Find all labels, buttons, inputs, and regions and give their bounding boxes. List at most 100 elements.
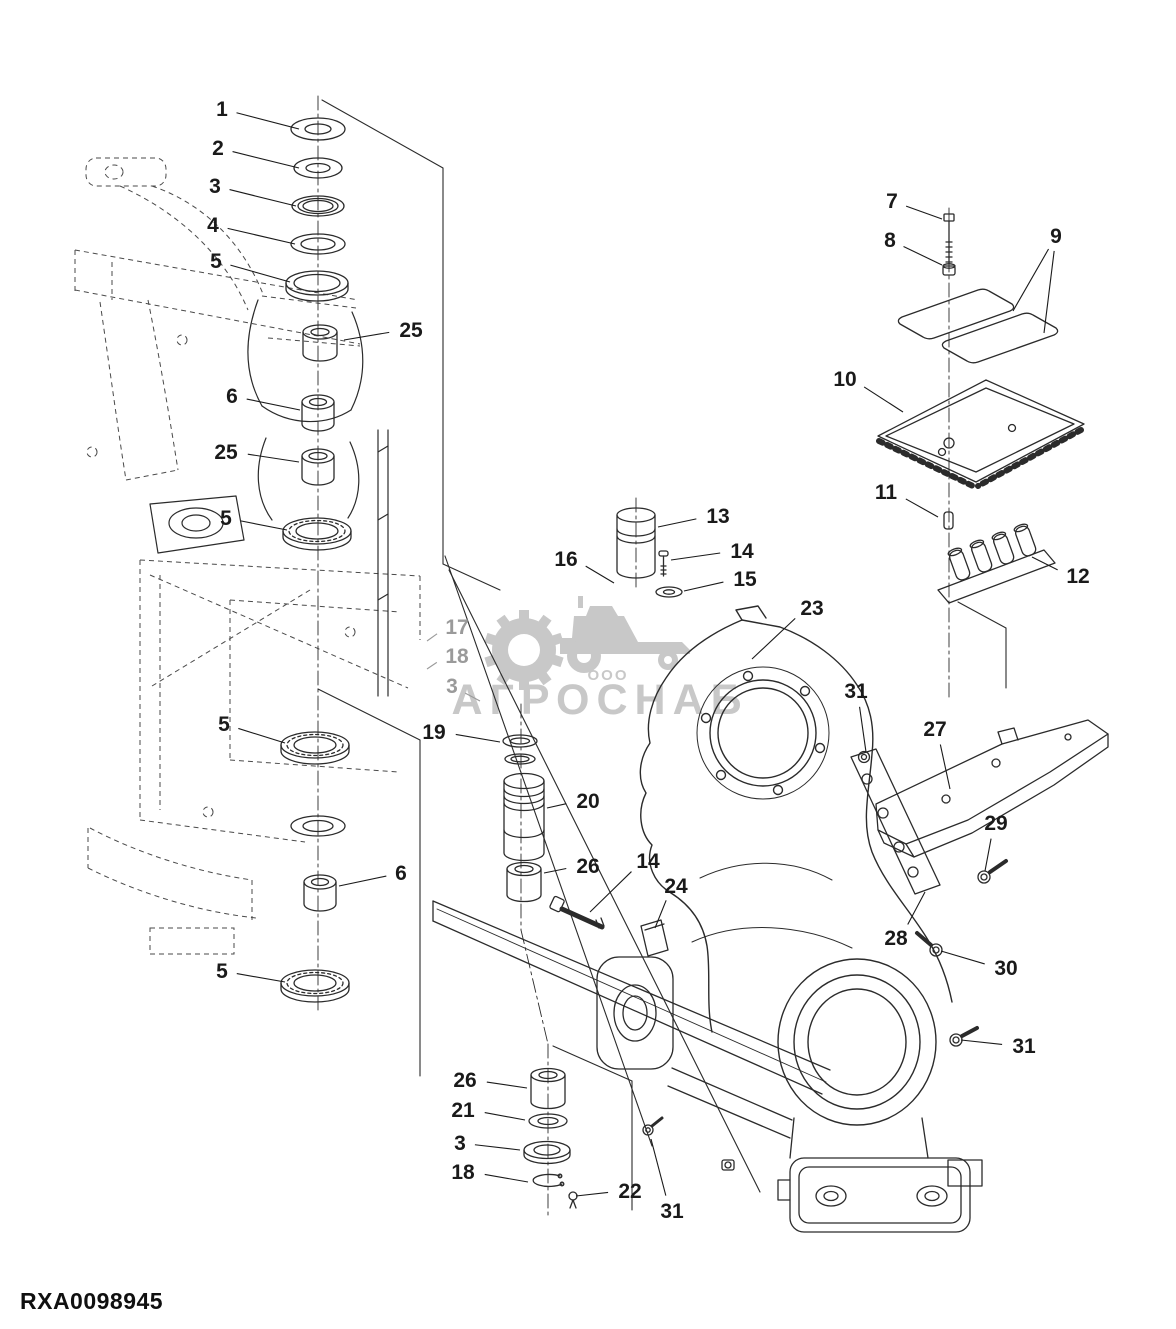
part-5-seal-c <box>280 731 350 765</box>
callout-leader-17 <box>426 633 438 642</box>
part-26-bushing-b <box>530 1067 566 1110</box>
callout-5: 5 <box>210 250 222 273</box>
callout-9: 9 <box>1050 225 1062 248</box>
callout-7: 7 <box>886 190 898 213</box>
callout-14: 14 <box>730 540 754 563</box>
callout-leader-1 <box>236 112 300 130</box>
callout-26: 26 <box>576 855 599 878</box>
callout-leader-2 <box>232 151 300 169</box>
callout-5: 5 <box>220 507 232 530</box>
mounting-foot <box>721 1117 983 1233</box>
axle-beam <box>432 900 831 1139</box>
callout-leader-20 <box>546 803 567 809</box>
callout-30: 30 <box>994 957 1017 980</box>
callout-leader-29 <box>984 838 992 872</box>
part-21-washer <box>528 1113 568 1129</box>
callout-29: 29 <box>984 812 1007 835</box>
part-6-bushing-a <box>301 394 335 432</box>
part-6-bushing-b <box>303 874 337 912</box>
callout-5: 5 <box>216 960 228 983</box>
callout-leader-31 <box>650 1138 667 1196</box>
callout-25: 25 <box>214 441 238 464</box>
callout-leader-3 <box>464 692 481 702</box>
part-15-washer <box>655 586 683 598</box>
callout-18: 18 <box>451 1161 475 1184</box>
callout-leader-4 <box>227 227 296 245</box>
part-2-washer <box>293 157 343 179</box>
center-lines <box>317 95 950 1219</box>
callout-leader-22 <box>575 1191 609 1197</box>
callout-17: 17 <box>445 616 468 639</box>
part-20-kingpin <box>503 772 545 862</box>
part-7-bolt <box>943 213 955 265</box>
callout-10: 10 <box>833 368 856 391</box>
callout-leader-6 <box>338 875 387 887</box>
part-12-clamp <box>937 523 1056 604</box>
part-27-bracket <box>875 719 1109 858</box>
part-3-seal <box>291 195 345 217</box>
callout-28: 28 <box>884 927 908 950</box>
callout-leader-12 <box>1031 556 1058 571</box>
callout-leader-30 <box>940 950 985 965</box>
callout-leader-3 <box>474 1144 521 1151</box>
watermark-company-prefix: ООО <box>587 667 628 684</box>
callout-16: 16 <box>554 548 577 571</box>
callout-leader-15 <box>683 581 724 592</box>
callout-8: 8 <box>884 229 896 252</box>
part-31-bolt-fork <box>642 1116 664 1136</box>
callout-leader-24 <box>654 900 667 929</box>
callout-leader-31 <box>859 706 867 753</box>
ghost-frame <box>74 157 421 955</box>
callout-5: 5 <box>218 713 230 736</box>
watermark-company-name: АГРОСНАБ <box>451 676 748 724</box>
tractor-icon <box>560 596 690 673</box>
callout-leader-11 <box>905 498 939 518</box>
callout-leader-3 <box>229 189 297 207</box>
part-22-pin <box>568 1191 578 1209</box>
part-11-pin <box>943 511 954 530</box>
callout-3: 3 <box>209 175 221 198</box>
callout-leader-18 <box>484 1173 529 1183</box>
drawing <box>149 95 1109 1233</box>
part-10-serrated-plate <box>876 379 1085 490</box>
callout-31: 31 <box>844 680 868 703</box>
callout-22: 22 <box>618 1180 641 1203</box>
callout-leader-6 <box>246 398 301 411</box>
callout-15: 15 <box>733 568 757 591</box>
callout-31: 31 <box>660 1200 684 1223</box>
callout-leader-16 <box>585 565 615 584</box>
callout-leader-26 <box>543 867 567 874</box>
callout-4: 4 <box>207 214 219 237</box>
part-29-bolt <box>977 859 1008 884</box>
part-5-seal-a <box>285 270 349 302</box>
gear-icon <box>484 610 564 690</box>
part-5-seal-b <box>282 517 352 551</box>
callout-3: 3 <box>454 1132 466 1155</box>
callout-leader-18 <box>426 661 438 670</box>
callout-leader-13 <box>657 518 697 528</box>
callout-leader-23 <box>751 617 796 660</box>
callout-leader-26 <box>486 1081 528 1089</box>
callout-leader-10 <box>863 386 904 413</box>
part-18-snap-ring <box>532 1173 565 1188</box>
callout-leader-5 <box>240 520 288 531</box>
callout-2: 2 <box>212 137 224 160</box>
callout-12: 12 <box>1066 565 1089 588</box>
part-24-shim <box>640 919 669 957</box>
part-28-plate <box>850 748 941 895</box>
callout-26: 26 <box>453 1069 476 1092</box>
callout-11: 11 <box>875 481 898 504</box>
callout-31: 31 <box>1012 1035 1036 1058</box>
mid-stack <box>502 734 545 903</box>
callout-14: 14 <box>636 850 660 873</box>
part-14-bolt-b <box>549 895 605 930</box>
callout-leader-31 <box>960 1039 1003 1046</box>
callout-18: 18 <box>445 645 469 668</box>
part-31-bolt-top <box>857 750 871 764</box>
callout-1: 1 <box>216 98 228 121</box>
part-13-cap <box>616 507 656 579</box>
callout-leader-9 <box>1043 250 1055 334</box>
part-26-bushing-a <box>506 861 542 903</box>
part-8-nut <box>942 263 956 276</box>
part-5-seal-d <box>280 969 350 1003</box>
